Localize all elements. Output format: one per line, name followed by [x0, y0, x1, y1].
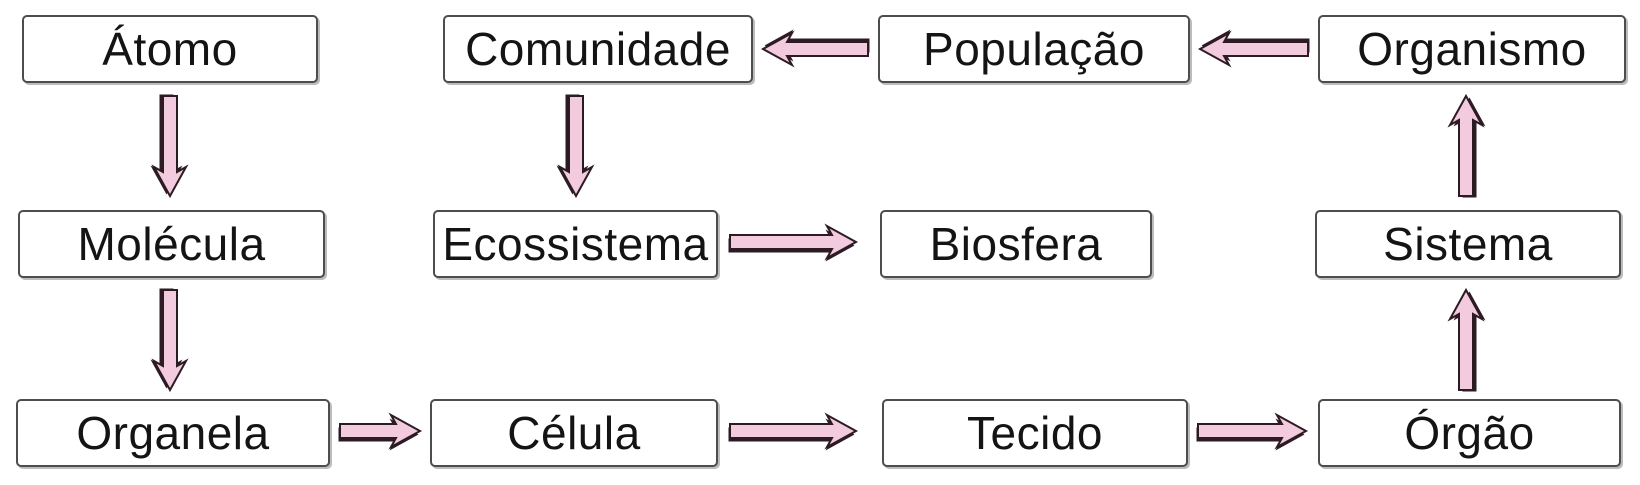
node-label-organismo: Organismo [1357, 23, 1587, 75]
node-label-orgao: Órgão [1404, 407, 1535, 459]
node-biosfera: Biosfera [880, 210, 1152, 278]
node-label-molecula: Molécula [77, 218, 266, 270]
node-label-biosfera: Biosfera [929, 218, 1103, 270]
node-label-sistema: Sistema [1383, 218, 1553, 270]
node-label-comunidade: Comunidade [465, 23, 731, 75]
node-organela: Organela [16, 399, 330, 467]
arrow-atomo-molecula [148, 94, 189, 199]
node-orgao: Órgão [1318, 399, 1621, 467]
node-label-celula: Célula [507, 407, 641, 459]
node-comunidade: Comunidade [443, 15, 753, 83]
node-sistema: Sistema [1315, 210, 1621, 278]
arrow-populacao-comunidade [760, 27, 870, 68]
node-ecossistema: Ecossistema [433, 210, 718, 278]
arrow-molecula-organela [148, 288, 189, 393]
node-label-atomo: Átomo [102, 23, 238, 75]
node-organismo: Organismo [1318, 15, 1626, 83]
node-label-organela: Organela [76, 407, 270, 459]
node-label-tecido: Tecido [967, 407, 1103, 459]
arrow-organismo-populacao [1197, 27, 1310, 68]
node-label-populacao: População [923, 23, 1145, 75]
node-molecula: Molécula [18, 210, 325, 278]
arrow-sistema-organismo [1447, 93, 1488, 198]
arrow-comunidade-ecossistema [554, 94, 595, 199]
node-tecido: Tecido [882, 399, 1188, 467]
arrow-ecossistema-biosfera [728, 223, 859, 264]
arrow-tecido-orgao [1196, 412, 1309, 453]
node-populacao: População [878, 15, 1190, 83]
node-label-ecossistema: Ecossistema [442, 218, 709, 270]
arrow-organela-celula [338, 412, 423, 453]
node-atomo: Átomo [22, 15, 318, 83]
arrow-celula-tecido [728, 412, 859, 453]
arrow-orgao-sistema [1447, 287, 1488, 392]
node-celula: Célula [430, 399, 718, 467]
